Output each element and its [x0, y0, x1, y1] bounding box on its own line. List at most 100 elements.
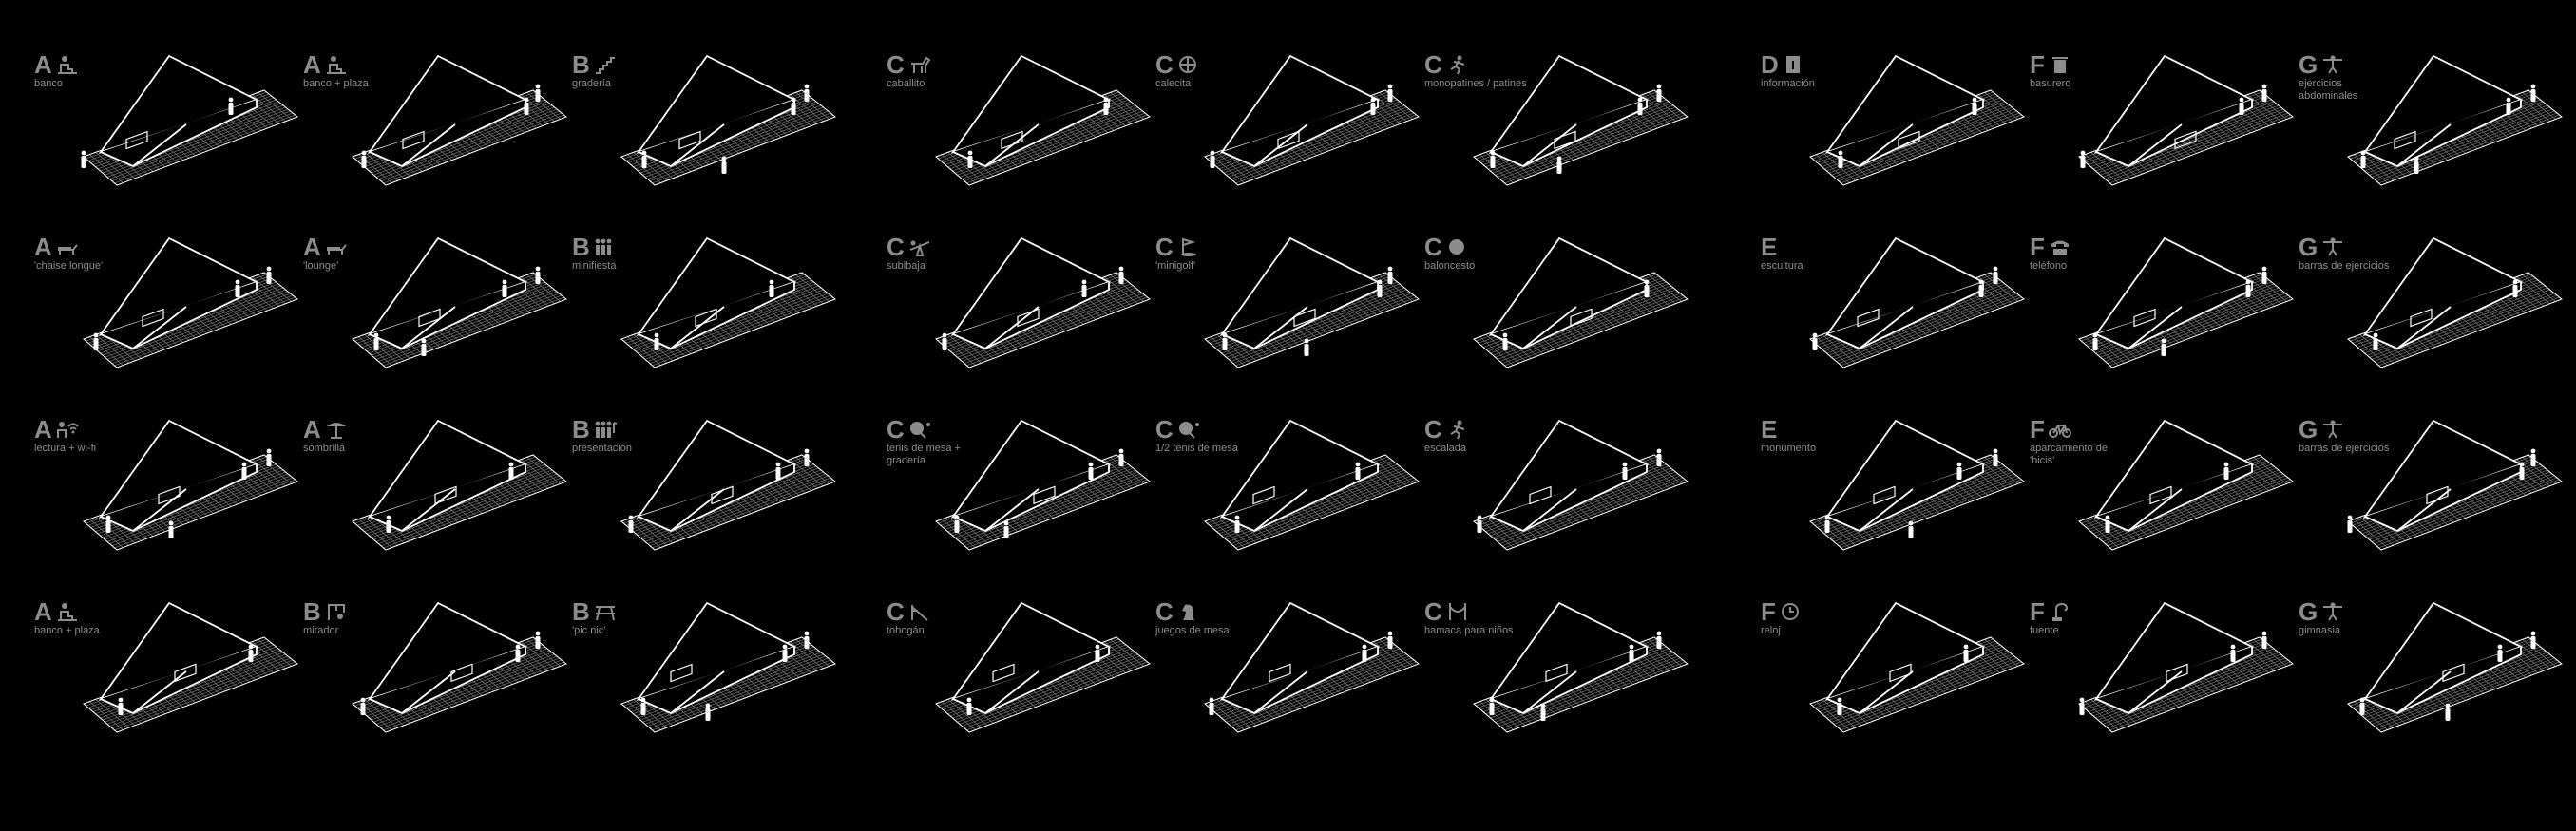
- activity-element: [670, 663, 693, 683]
- activity-caption: monopatines / patines: [1424, 78, 1527, 89]
- isometric-drawing: [352, 419, 567, 551]
- bicycle-icon: [2048, 419, 2071, 440]
- person-bench-icon: [325, 54, 348, 75]
- isometric-drawing: [81, 54, 298, 186]
- isometric-drawing: [352, 601, 567, 733]
- activity-caption: 'pic nic': [572, 625, 606, 636]
- isometric-drawing: [1204, 419, 1420, 551]
- activity-caption: 'lounge': [303, 260, 339, 272]
- activity-element: [1017, 308, 1040, 328]
- activity-caption: calecita: [1155, 78, 1192, 89]
- activity-element: [158, 485, 181, 505]
- isometric-drawing: [620, 601, 836, 733]
- activity-caption: gimnasia: [2299, 625, 2341, 636]
- person-bench-icon: [56, 601, 79, 622]
- activity-caption: monumento: [1761, 443, 1817, 454]
- people-figures: [373, 266, 541, 356]
- binoculars-icon: [325, 601, 348, 622]
- category-letter: A: [303, 50, 321, 79]
- people-figures: [118, 644, 254, 715]
- person-wifi-icon: [56, 419, 79, 440]
- activity-element: [1873, 485, 1896, 505]
- activity-caption: teléfono: [2030, 260, 2068, 272]
- horse-icon: [908, 54, 931, 75]
- people-figures: [2105, 462, 2229, 533]
- ramp-volume: [2093, 54, 2255, 167]
- activity-element: [402, 130, 425, 150]
- category-letter: B: [572, 415, 590, 444]
- seesaw-icon: [908, 236, 931, 257]
- activity-cell: B'pic nic': [564, 597, 836, 780]
- activity-caption: banco + plaza: [303, 78, 369, 89]
- activity-element: [125, 130, 148, 150]
- activity-element: [1252, 485, 1275, 505]
- activity-label: C'minigolf': [1155, 235, 1200, 273]
- activity-cell: A'lounge': [296, 235, 567, 415]
- activity-caption: presentación: [572, 443, 632, 454]
- people-figures: [1234, 462, 1361, 533]
- activity-element: [2442, 663, 2465, 683]
- activity-caption: tenis de mesa + gradería: [887, 443, 961, 466]
- activity-element: [992, 663, 1015, 683]
- activity-element: [1001, 130, 1023, 150]
- category-letter: C: [1424, 415, 1442, 444]
- category-letter: B: [572, 233, 590, 261]
- isometric-drawing: [1809, 601, 2025, 733]
- activity-caption: juegos de mesa: [1155, 625, 1230, 636]
- umbrella-icon: [325, 419, 348, 440]
- ramp-volume: [2362, 601, 2524, 714]
- table-tennis-icon: [908, 419, 931, 440]
- ramp-volume: [367, 54, 528, 167]
- category-letter: C: [1424, 597, 1442, 626]
- category-letter: C: [1424, 50, 1442, 79]
- category-letter: B: [572, 597, 590, 626]
- activity-caption: basurero: [2030, 78, 2071, 89]
- activity-cell: C'minigolf': [1148, 235, 1420, 415]
- ramp-volume: [950, 601, 1112, 714]
- ramp-volume: [636, 419, 797, 532]
- ramp-volume: [367, 601, 528, 714]
- people-figures: [1477, 448, 1662, 533]
- category-letter: B: [303, 597, 321, 626]
- activity-caption: aparcamiento de 'bicis': [2030, 443, 2108, 466]
- activity-element: [678, 130, 701, 150]
- people-figures: [1824, 448, 1998, 538]
- isometric-drawing: [935, 419, 1151, 551]
- activity-caption: baloncesto: [1424, 260, 1476, 272]
- category-letter: A: [34, 50, 52, 79]
- isometric-drawing: [2078, 236, 2294, 368]
- activity-element: [2149, 485, 2172, 505]
- ramp-volume: [367, 419, 528, 532]
- activity-label: A'lounge': [303, 235, 348, 273]
- activity-caption: escalada: [1424, 443, 1467, 454]
- activity-caption: 'minigolf': [1155, 260, 1196, 272]
- activity-element: [1889, 663, 1912, 683]
- activity-element: [418, 308, 441, 328]
- activity-element: [1554, 130, 1576, 150]
- exercise-icon: [2321, 419, 2344, 440]
- activity-caption: barras de ejercicios: [2299, 443, 2390, 454]
- isometric-drawing: [935, 601, 1151, 733]
- person-bench-icon: [56, 54, 79, 75]
- trash-bin-icon: [2049, 54, 2071, 75]
